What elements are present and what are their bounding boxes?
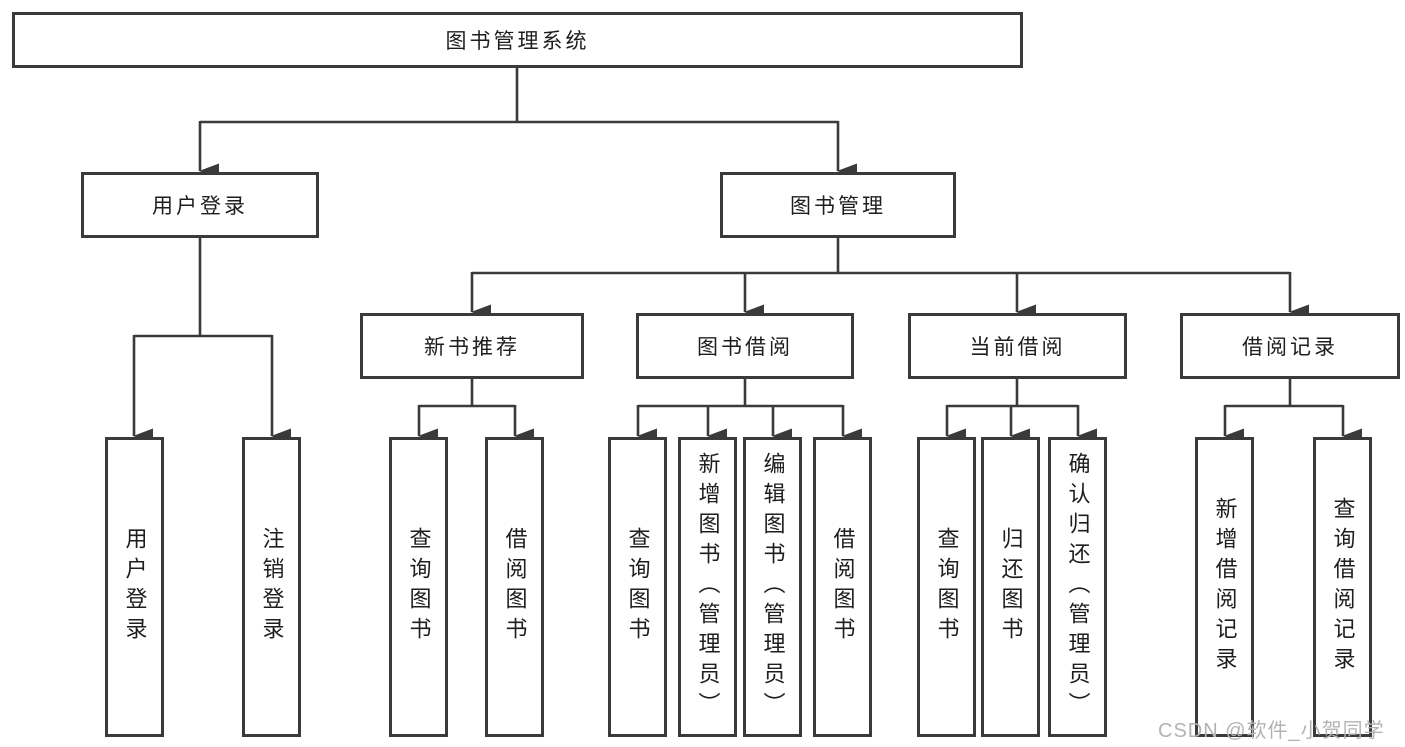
leaf-confirm-return-admin: 确认归还（管理员） [1048, 437, 1107, 737]
node-borrow-records: 借阅记录 [1180, 313, 1400, 379]
leaf-query-books-recommend: 查询图书 [389, 437, 448, 737]
leaf-return-books: 归还图书 [981, 437, 1040, 737]
node-book-management: 图书管理 [720, 172, 956, 238]
leaf-logout: 注销登录 [242, 437, 301, 737]
leaf-confirm-return-admin-label: 确认归还（管理员） [1065, 452, 1091, 722]
leaf-return-books-label: 归还图书 [998, 527, 1024, 647]
leaf-borrow-books-recommend: 借阅图书 [485, 437, 544, 737]
node-new-book-recommend-label: 新书推荐 [424, 336, 520, 359]
node-root: 图书管理系统 [12, 12, 1023, 68]
node-user-login-label: 用户登录 [152, 195, 248, 218]
node-book-management-label: 图书管理 [790, 195, 886, 218]
leaf-query-borrow-record: 查询借阅记录 [1313, 437, 1372, 737]
leaf-borrow-books: 借阅图书 [813, 437, 872, 737]
leaf-query-books-borrow-label: 查询图书 [625, 527, 651, 647]
leaf-edit-books-admin: 编辑图书（管理员） [743, 437, 802, 737]
node-user-login: 用户登录 [81, 172, 319, 238]
leaf-query-books-recommend-label: 查询图书 [406, 527, 432, 647]
node-book-borrow-label: 图书借阅 [697, 336, 793, 359]
leaf-query-books-borrow: 查询图书 [608, 437, 667, 737]
leaf-borrow-books-recommend-label: 借阅图书 [502, 527, 528, 647]
node-root-label: 图书管理系统 [445, 30, 590, 53]
leaf-add-books-admin: 新增图书（管理员） [678, 437, 737, 737]
leaf-query-borrow-record-label: 查询借阅记录 [1330, 497, 1356, 677]
node-book-borrow: 图书借阅 [636, 313, 854, 379]
leaf-query-books-current: 查询图书 [917, 437, 976, 737]
leaf-user-login: 用户登录 [105, 437, 164, 737]
node-new-book-recommend: 新书推荐 [360, 313, 584, 379]
leaf-add-borrow-record-label: 新增借阅记录 [1212, 497, 1238, 677]
leaf-add-borrow-record: 新增借阅记录 [1195, 437, 1254, 737]
leaf-add-books-admin-label: 新增图书（管理员） [695, 452, 721, 722]
csdn-watermark: CSDN @软件_小贺同学 [1158, 720, 1385, 742]
leaf-borrow-books-label: 借阅图书 [830, 527, 856, 647]
leaf-logout-label: 注销登录 [259, 527, 285, 647]
node-current-borrow: 当前借阅 [908, 313, 1127, 379]
leaf-user-login-label: 用户登录 [122, 527, 148, 647]
node-current-borrow-label: 当前借阅 [969, 336, 1066, 359]
node-borrow-records-label: 借阅记录 [1242, 336, 1338, 359]
leaf-query-books-current-label: 查询图书 [934, 527, 960, 647]
leaf-edit-books-admin-label: 编辑图书（管理员） [760, 452, 786, 722]
